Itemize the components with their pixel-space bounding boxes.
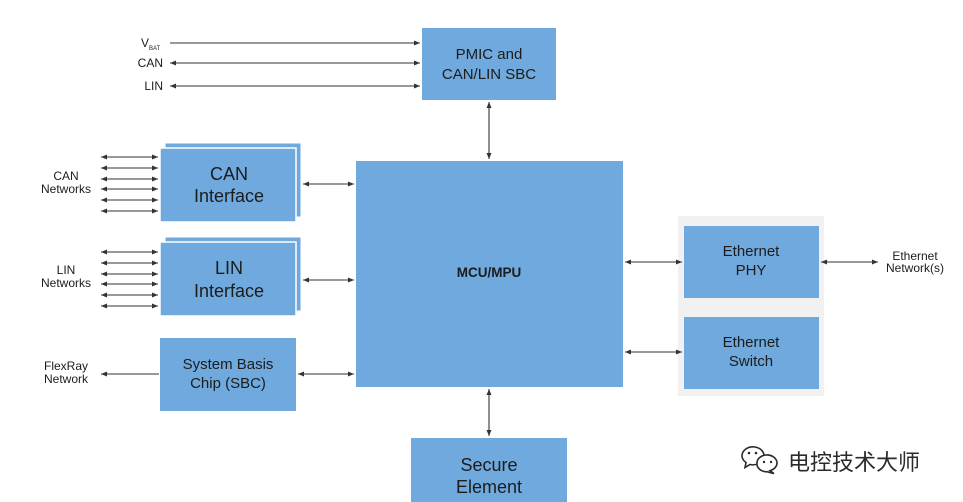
pmic-sbc-box: [422, 28, 556, 100]
watermark: 电控技术大师: [741, 446, 920, 476]
lin-networks-label-line1: LIN: [57, 263, 76, 277]
can-interface-label-line2: Interface: [194, 186, 264, 206]
lin-supply-label: LIN: [144, 79, 163, 93]
ethernet-network-label-line1: Ethernet: [892, 249, 938, 263]
ethernet-network-label-line2: Network(s): [886, 261, 944, 275]
sbc-box: [160, 338, 296, 411]
lin-interface-block: LIN Interface: [159, 236, 302, 317]
pmic-label-line2: CAN/LIN SBC: [442, 66, 536, 83]
flexray-label-line1: FlexRay: [44, 359, 88, 373]
can-supply-label: CAN: [138, 56, 163, 70]
vbat-label-main: V: [141, 36, 149, 50]
lin-interface-label-line2: Interface: [194, 281, 264, 301]
can-networks-label-line2: Networks: [41, 182, 91, 196]
mcu-block: MCU/MPU: [356, 161, 623, 387]
sbc-label-line2: Chip (SBC): [190, 375, 266, 392]
vbat-label: VBAT: [141, 36, 161, 52]
ethernet-switch-box: [684, 317, 819, 389]
mcu-box: [356, 161, 623, 387]
lin-interface-box: [159, 241, 297, 317]
ethernet-group: Ethernet PHY Ethernet Switch: [678, 216, 824, 396]
vbat-label-subscript: BAT: [149, 46, 161, 52]
secure-element-block: Secure Element: [411, 438, 567, 502]
can-networks-label-line1: CAN: [53, 169, 78, 183]
supply-signals: VBAT CAN LIN: [138, 36, 420, 93]
wechat-icon: [741, 446, 778, 475]
ethernet-switch-label-line2: Switch: [729, 353, 773, 370]
pmic-label-line1: PMIC and: [456, 46, 523, 63]
flexray-label-line2: Network: [44, 372, 89, 386]
ethernet-phy-label-line2: PHY: [736, 262, 767, 279]
sbc-label-line1: System Basis: [183, 356, 274, 373]
can-interface-box: [159, 147, 297, 223]
ethernet-phy-box: [684, 226, 819, 298]
lin-networks-label-line2: Networks: [41, 276, 91, 290]
ethernet-phy-label-line1: Ethernet: [723, 243, 781, 260]
pmic-sbc-block: PMIC and CAN/LIN SBC: [422, 28, 556, 100]
sbc-block: System Basis Chip (SBC): [160, 338, 296, 411]
lin-interface-label-line1: LIN: [215, 258, 243, 278]
lin-networks: LIN Networks: [41, 249, 158, 309]
can-interface-block: CAN Interface: [159, 142, 302, 223]
ethernet-network: Ethernet Network(s): [886, 249, 944, 275]
mcu-label: MCU/MPU: [457, 265, 522, 280]
flexray-network: FlexRay Network: [44, 359, 159, 386]
watermark-text: 电控技术大师: [788, 451, 920, 476]
ethernet-switch-label-line1: Ethernet: [723, 334, 781, 351]
can-networks: CAN Networks: [41, 154, 158, 214]
secure-element-label-line2: Element: [456, 477, 522, 497]
secure-element-label-line1: Secure: [460, 455, 517, 475]
secure-element-box: [411, 438, 567, 502]
can-interface-label-line1: CAN: [210, 164, 248, 184]
